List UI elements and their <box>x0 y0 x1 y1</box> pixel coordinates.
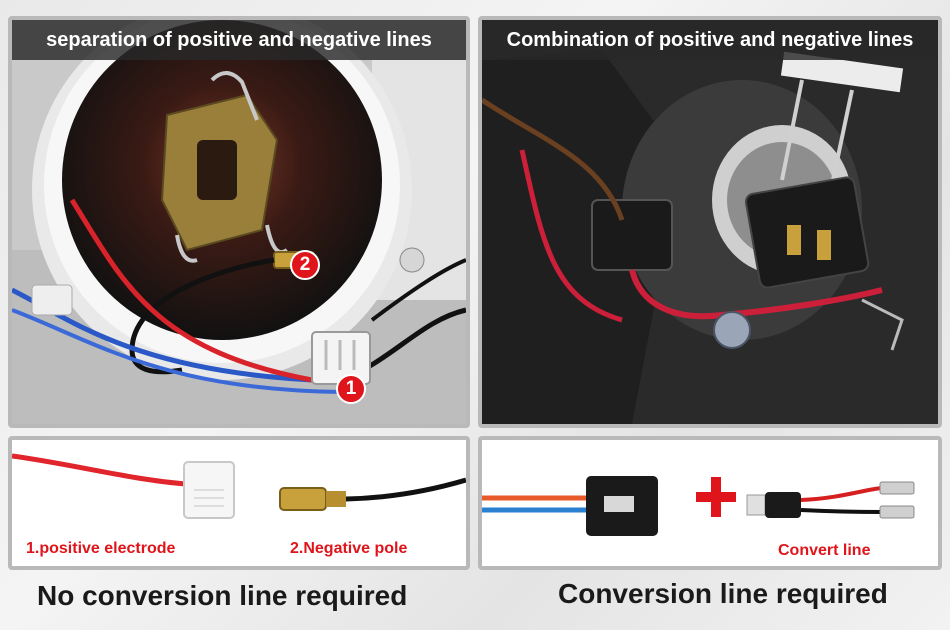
badge-one: 1 <box>336 374 366 404</box>
no-conversion-caption: No conversion line required <box>37 580 408 611</box>
separated-plug-in-socket <box>591 199 673 271</box>
combined-lines-title: Combination of positive and negative lin… <box>482 20 938 60</box>
positive-plug-connector <box>311 331 371 385</box>
convert-line-panel: Convert line <box>478 436 942 570</box>
combined-black-connector <box>586 476 658 536</box>
convert-line-label: Convert line <box>778 542 871 559</box>
gold-spade-terminal <box>279 487 346 511</box>
negative-pole-label: 2.Negative pole <box>290 540 408 557</box>
combined-lines-photo-panel: Combination of positive and negative lin… <box>478 16 942 428</box>
badge-two: 2 <box>290 250 320 280</box>
positive-electrode-label: 1.positive electrode <box>26 540 176 557</box>
plus-sign <box>696 477 736 517</box>
bulb-socket-plate <box>160 71 289 263</box>
separate-wires-panel: 1.positive electrode 2.Negative pole <box>8 436 470 570</box>
headlight-combined-illustration <box>482 20 938 424</box>
conversion-required-caption: Conversion line required <box>558 578 888 609</box>
convert-line-connector <box>746 481 915 519</box>
separate-wires-illustration <box>12 453 466 519</box>
convert-line-illustration <box>482 476 915 536</box>
white-plug-connector <box>183 461 235 519</box>
separated-lines-photo-panel: separation of positive and negative line… <box>8 16 470 428</box>
h1-bulb-connector <box>744 176 870 289</box>
headlight-separated-illustration <box>12 20 466 424</box>
separated-lines-title: separation of positive and negative line… <box>12 20 466 60</box>
